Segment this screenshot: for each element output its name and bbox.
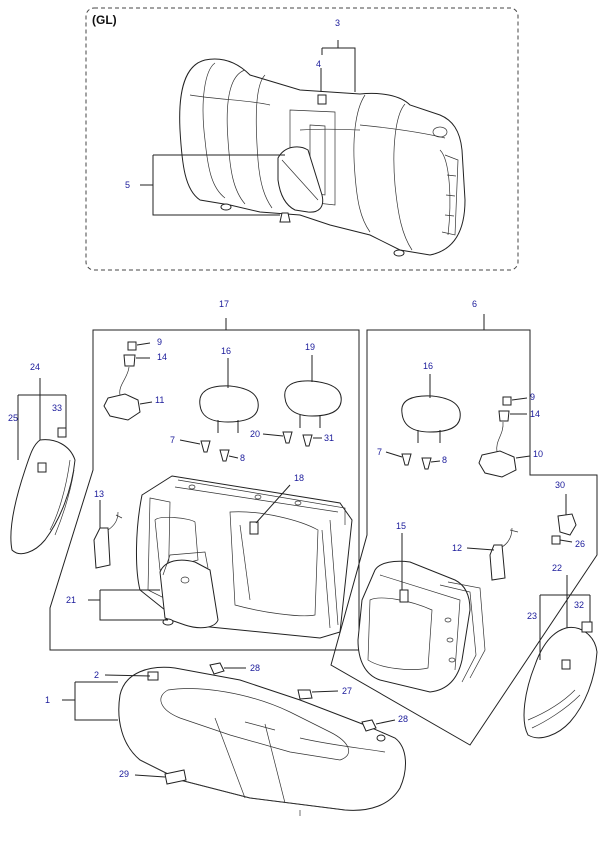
callout-8b: 8 xyxy=(442,455,447,465)
guide-8a xyxy=(219,449,230,462)
clip-23 xyxy=(561,659,571,670)
guide-31 xyxy=(302,434,313,447)
guide-7a xyxy=(200,440,211,453)
callout-23: 23 xyxy=(527,611,537,621)
seat-cushion xyxy=(118,666,406,811)
callout-28a: 28 xyxy=(250,663,260,673)
left-panel-frame xyxy=(49,329,360,651)
callout-27: 27 xyxy=(342,686,352,696)
callout-14b: 14 xyxy=(530,409,540,419)
callout-16a: 16 xyxy=(221,346,231,356)
gl-variant-label: (GL) xyxy=(92,13,117,27)
callout-21: 21 xyxy=(66,595,76,605)
gl-fastener-1 xyxy=(220,203,232,211)
striker-13 xyxy=(93,527,111,569)
callout-25: 25 xyxy=(8,413,18,423)
gl-fastener-2 xyxy=(279,212,291,223)
right-side-bolster xyxy=(523,626,598,739)
guide-20 xyxy=(282,431,293,444)
callout-11: 11 xyxy=(155,395,164,405)
callout-20: 20 xyxy=(250,429,260,439)
knob-14b xyxy=(498,410,510,422)
hook-28a xyxy=(209,662,225,675)
callout-28b: 28 xyxy=(398,714,408,724)
callout-3: 3 xyxy=(335,18,340,28)
callout-13: 13 xyxy=(94,489,104,499)
left-armrest xyxy=(159,559,219,629)
gl-fastener-3 xyxy=(393,249,405,257)
gl-clip-part xyxy=(317,94,327,105)
callout-15: 15 xyxy=(396,521,406,531)
callout-7b: 7 xyxy=(377,447,382,457)
right-side-bolster-group: 22 23 32 30 26 xyxy=(523,480,598,739)
callout-5: 5 xyxy=(125,180,130,190)
callout-4: 4 xyxy=(316,59,321,69)
right-headrest-left-seat xyxy=(284,380,342,428)
bracket-29 xyxy=(164,769,187,785)
clip-33 xyxy=(57,427,67,438)
callout-10: 10 xyxy=(533,449,543,459)
right-seatback-group: 6 15 16 7 8 9 14 xyxy=(330,299,598,746)
callout-33: 33 xyxy=(52,403,62,413)
gl-variant-group: (GL) 3 xyxy=(85,7,519,271)
clip-2 xyxy=(147,671,159,681)
bolt-26 xyxy=(551,535,561,545)
callout-6: 6 xyxy=(472,299,477,309)
clip-25 xyxy=(37,462,47,473)
knob-14a xyxy=(123,354,136,367)
callout-1: 1 xyxy=(45,695,50,705)
callout-24: 24 xyxy=(30,362,40,372)
right-seatback xyxy=(357,560,486,693)
callout-29: 29 xyxy=(119,769,129,779)
left-side-bolster-group: 24 25 33 xyxy=(8,362,76,555)
callout-17: 17 xyxy=(219,299,229,309)
latch-cable xyxy=(119,366,130,396)
gl-seatback-assembly xyxy=(179,58,466,256)
cushion-fastener xyxy=(376,734,386,742)
callout-2: 2 xyxy=(94,670,99,680)
right-seatback-clip xyxy=(399,589,409,603)
hinge-30 xyxy=(557,513,577,536)
guide-7b xyxy=(401,453,412,466)
latch-10 xyxy=(478,450,517,478)
callout-31: 31 xyxy=(324,433,334,443)
callout-12: 12 xyxy=(452,543,462,553)
callout-7a: 7 xyxy=(170,435,175,445)
left-headrest xyxy=(199,385,259,433)
striker-12 xyxy=(489,544,506,581)
callout-9a: 9 xyxy=(157,337,162,347)
latch-11 xyxy=(103,393,141,421)
callout-32: 32 xyxy=(574,600,584,610)
callout-14a: 14 xyxy=(157,352,167,362)
callout-8a: 8 xyxy=(240,453,245,463)
callout-26: 26 xyxy=(575,539,585,549)
callout-9b: 9 xyxy=(530,392,535,402)
callout-16b: 16 xyxy=(423,361,433,371)
callout-22: 22 xyxy=(552,563,562,573)
guide-8b xyxy=(421,457,432,470)
left-seatback-group: 17 21 18 16 xyxy=(49,299,360,651)
hook-28b xyxy=(361,719,377,732)
callout-30: 30 xyxy=(555,480,565,490)
strap-clip xyxy=(249,521,259,535)
hook-27 xyxy=(297,689,313,700)
cap-9a xyxy=(127,341,137,351)
clip-32 xyxy=(581,621,593,633)
callout-18: 18 xyxy=(294,473,304,483)
cap-9b xyxy=(502,396,512,406)
seat-cushion-group: 2 1 28 27 28 29 xyxy=(45,662,408,816)
right-headrest xyxy=(401,395,461,443)
callout-19: 19 xyxy=(305,342,315,352)
gl-armrest xyxy=(277,146,324,213)
right-panel-frame xyxy=(330,329,598,746)
left-side-bolster xyxy=(10,439,76,555)
